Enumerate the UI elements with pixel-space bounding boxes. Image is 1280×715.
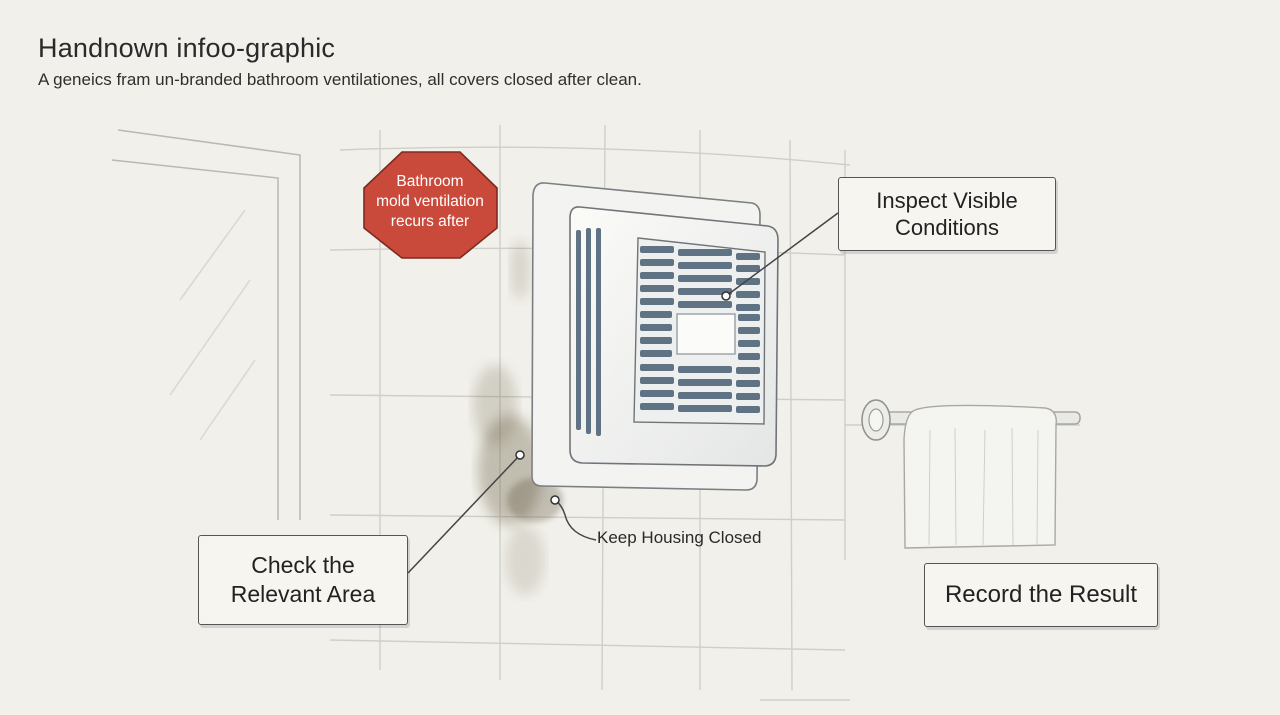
sign-line-2: mold ventilation: [376, 193, 484, 211]
mold-stain: [473, 240, 563, 595]
vent-center-panel: [676, 313, 736, 355]
towel-bar: [861, 399, 1081, 549]
callout-check-relevant-area: Check the Relevant Area: [198, 535, 408, 625]
page-title: Handnown infoo-graphic: [38, 33, 336, 63]
callout-record-result: Record the Result: [924, 563, 1158, 627]
callout-check-line-1: Check the: [251, 552, 355, 579]
leader-lines: [407, 212, 839, 574]
vent-side-slots: [576, 228, 601, 436]
page-subtitle: A geneics fram un-branded bathroom venti…: [38, 70, 642, 89]
vent-grille-slats: [640, 246, 760, 413]
label-keep-housing-closed: Keep Housing Closed: [597, 528, 762, 547]
callout-inspect-line-1: Inspect Visible: [876, 187, 1018, 213]
callout-record-label: Record the Result: [944, 581, 1138, 608]
warning-stop-sign: [363, 151, 498, 259]
callout-check-line-2: Relevant Area: [230, 581, 376, 607]
vent-fan: [531, 182, 779, 491]
callout-inspect-line-2: Conditions: [895, 215, 999, 240]
sign-text: Bathroom mold ventilation recurs after: [366, 172, 494, 232]
sign-line-1: Bathroom: [396, 173, 464, 190]
callout-inspect-visible-conditions: Inspect Visible Conditions: [838, 177, 1056, 251]
leader-dots: [515, 291, 731, 505]
mirror-frame: [111, 129, 301, 520]
sign-line-3: recurs after: [390, 213, 470, 231]
